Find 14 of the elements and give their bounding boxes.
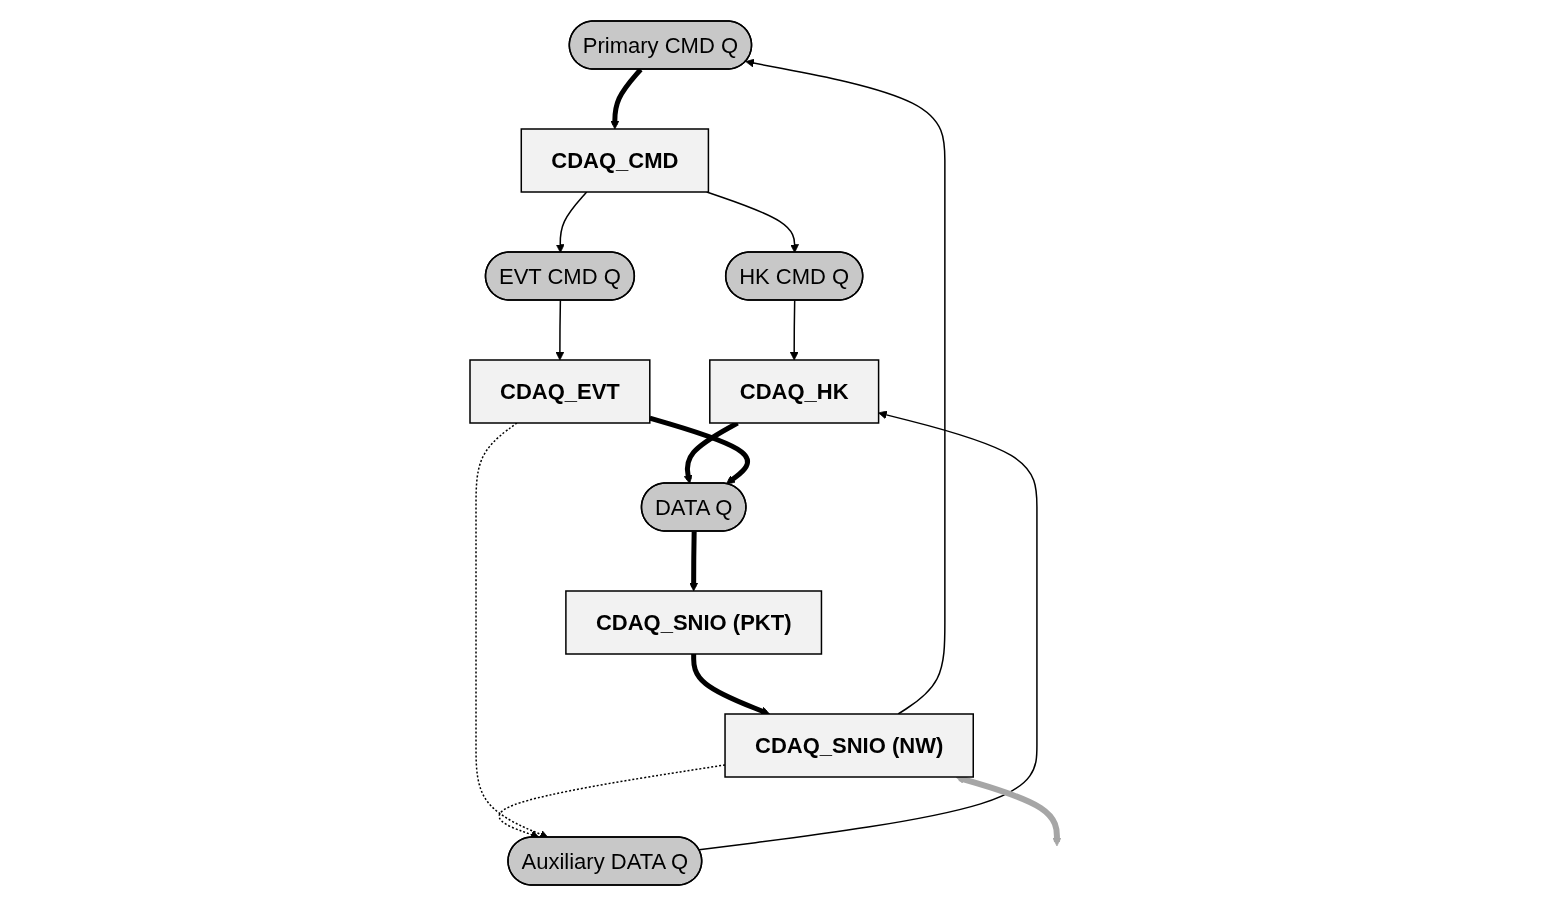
arrow bbox=[744, 58, 946, 715]
arrow bbox=[648, 415, 750, 484]
arrow bbox=[789, 299, 799, 360]
node-box: CDAQ_EVT bbox=[468, 358, 651, 424]
arrow bbox=[555, 190, 587, 253]
arrow bbox=[690, 653, 770, 715]
arrow bbox=[688, 530, 698, 591]
arrow bbox=[610, 67, 643, 129]
arrow bbox=[555, 299, 564, 360]
node-box: CDAQ_SNIO (NW) bbox=[723, 712, 974, 778]
arrow bbox=[697, 410, 1038, 851]
node-box: CDAQ_SNIO (PKT) bbox=[564, 589, 822, 655]
node-box: CDAQ_CMD bbox=[520, 127, 709, 193]
node-box: CDAQ_HK bbox=[708, 358, 879, 424]
